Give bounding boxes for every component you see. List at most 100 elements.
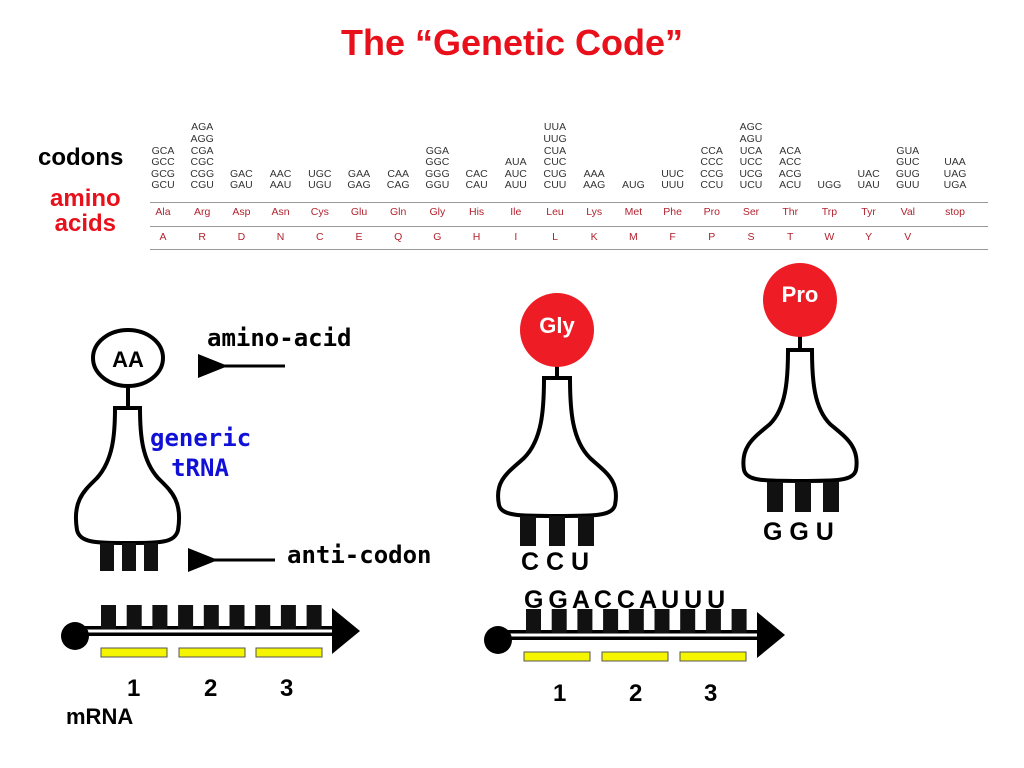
codon: UGC: [308, 167, 332, 180]
amino-acid-one-letter: D: [237, 231, 246, 243]
codon: AAA: [583, 167, 605, 180]
amino-acid-three-letter: Ser: [742, 206, 760, 218]
codon: AAC: [269, 167, 292, 180]
codon: CCU: [700, 179, 724, 192]
mrna-5prime-cap: [61, 622, 89, 650]
anticodon-base: [122, 543, 136, 571]
amino-acid-one-letter: V: [904, 231, 912, 243]
codon: UAG: [943, 167, 967, 180]
generic-trna: AA: [73, 328, 182, 571]
amino-acid-one-letter: S: [747, 231, 755, 243]
pro-trna: Pro: [741, 263, 859, 512]
left-mrna: [61, 605, 360, 658]
codon: GUG: [895, 167, 920, 180]
codon: CAA: [387, 167, 409, 180]
codon-3-bar: [679, 651, 747, 662]
codon-number-1: 1: [553, 680, 567, 707]
codons-label: codons: [38, 144, 124, 171]
mrna-base: [628, 609, 644, 633]
amino-acid-label: amino-acid: [207, 324, 352, 352]
gly-label: Gly: [539, 313, 575, 338]
mrna-base: [654, 609, 670, 633]
anticodon-base: [144, 543, 158, 571]
codon: GGA: [425, 144, 450, 157]
codon: ACA: [779, 144, 801, 157]
codon: AGU: [739, 133, 763, 146]
codon-3-bar: [255, 647, 323, 658]
anticodon-base: [520, 516, 536, 546]
codon: GCU: [151, 179, 175, 192]
anti-codon-label: anti-codon: [287, 541, 432, 569]
amino-acid-three-letter: His: [469, 206, 485, 218]
codon: UUG: [543, 133, 567, 146]
codon: AUA: [505, 156, 527, 169]
mrna-base: [203, 605, 219, 629]
codon: AAU: [269, 179, 292, 192]
codon: GAU: [230, 179, 253, 192]
amino-acid-one-letter: K: [590, 231, 598, 243]
codon: CAC: [465, 167, 488, 180]
codon-1-bar: [523, 651, 591, 662]
codon: CAG: [386, 179, 410, 192]
amino-acid-three-letter: Val: [900, 206, 915, 218]
codon: UAU: [857, 179, 880, 192]
codon: UCU: [739, 179, 763, 192]
anticodon-base: [823, 482, 839, 512]
amino-acid-one-letter: M: [629, 231, 638, 243]
mrna-base: [255, 605, 271, 629]
amino-acid-three-letter: Asn: [271, 206, 290, 218]
codon: GUU: [896, 179, 920, 192]
codon: ACG: [778, 167, 802, 180]
amino-acid-three-letter: stop: [945, 206, 965, 218]
codon: ACC: [779, 156, 802, 169]
mrna-base: [731, 609, 747, 633]
anticodon-base: [795, 482, 811, 512]
page-title: The “Genetic Code”: [340, 22, 684, 63]
codon-2-bar: [178, 647, 246, 658]
mrna-5prime-cap: [484, 626, 512, 654]
codon: UCC: [739, 156, 763, 169]
codon: UGU: [308, 179, 332, 192]
mrna-base: [101, 605, 116, 629]
codon: GAG: [347, 179, 371, 192]
mrna-base: [229, 605, 245, 629]
amino-acid-three-letter: Phe: [663, 206, 682, 218]
mrna-base: [577, 609, 593, 633]
codon: GUA: [896, 144, 920, 157]
amino-acid-three-letter: Cys: [310, 206, 329, 218]
codon-list: UGG: [811, 180, 847, 192]
amino-acid-three-letter: Pro: [703, 206, 720, 218]
anticodon-base: [549, 516, 565, 546]
pro-label: Pro: [782, 282, 819, 307]
pro-anticodon: G G U: [763, 518, 834, 546]
mrna-base: [680, 609, 696, 633]
codon: UCG: [739, 167, 763, 180]
mrna-sequence: G G A C C A U U U: [524, 586, 725, 614]
codon: UGG: [817, 179, 842, 192]
codon: AGC: [739, 121, 763, 134]
codon: GAA: [347, 167, 371, 180]
trna-label: tRNA: [171, 454, 229, 482]
codon: AGA: [191, 121, 214, 134]
